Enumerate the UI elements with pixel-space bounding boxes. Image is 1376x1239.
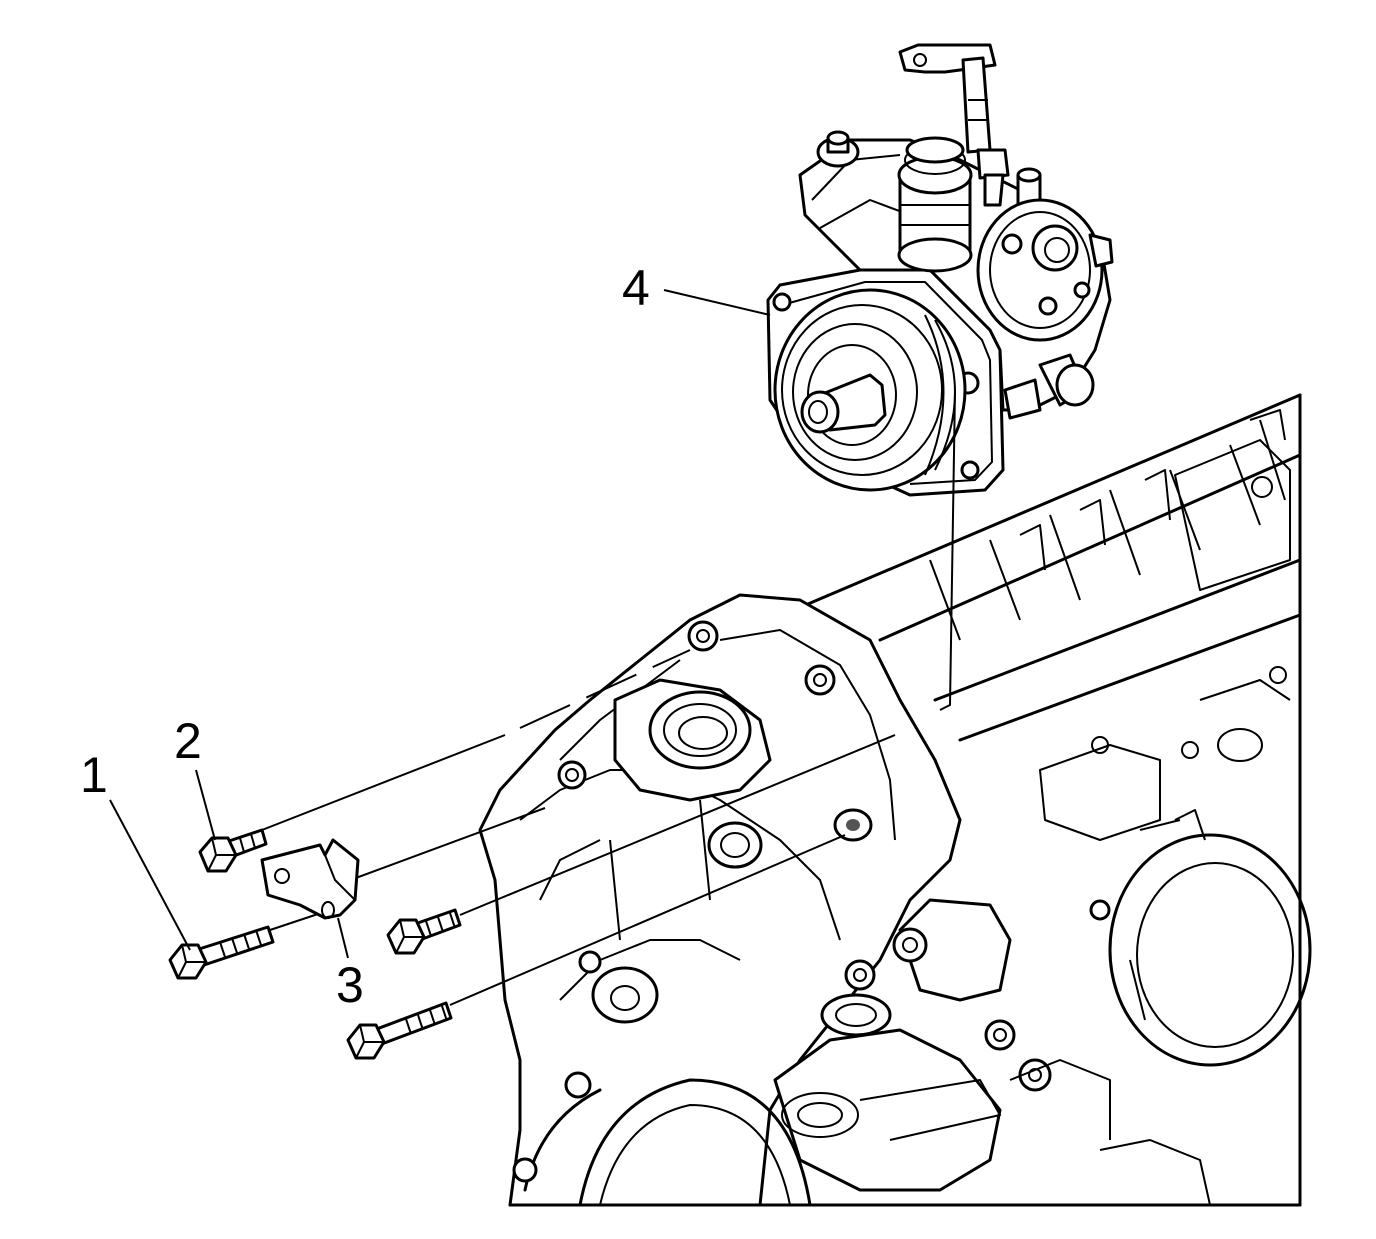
side-flange: [844, 898, 1052, 1092]
cover-bolt-boss-1: [687, 620, 719, 652]
cover-bolt-boss-3: [557, 760, 587, 790]
pump-electrical-connector: [898, 43, 1010, 207]
callout-2-label: 2: [174, 713, 202, 769]
lower-housing: [773, 993, 1002, 1192]
bolt-2: [198, 828, 268, 873]
callout-2: 2: [174, 713, 216, 841]
pump-control-valve: [897, 136, 973, 273]
fuel-pump-assembly: [766, 43, 1114, 497]
callout-3: 3: [336, 917, 364, 1013]
cylinder-bore: [1108, 819, 1312, 1067]
callout-4-label: 4: [622, 260, 650, 316]
pump-end-plate: [976, 198, 1114, 342]
mount-hole-upper: [707, 821, 763, 869]
callout-1-label: 1: [80, 747, 108, 803]
mount-hole-lower: [591, 966, 659, 1024]
coolant-outlet-housing: [613, 678, 772, 802]
bolt-1: [168, 925, 275, 980]
callout-4: 4: [622, 260, 771, 316]
alignment-lines: [261, 389, 956, 1006]
pump-inlet-fitting: [816, 130, 860, 168]
bracket-3: [260, 838, 360, 920]
mount-hole-right: [833, 808, 873, 842]
callout-3-label: 3: [336, 957, 364, 1013]
engine-block: [478, 393, 1312, 1207]
cover-bolt-boss-2: [804, 664, 836, 696]
pump-drive-shaft: [800, 373, 887, 434]
bolt-lower-long: [346, 1001, 453, 1060]
bolt-upper-middle: [386, 908, 462, 955]
callout-1: 1: [80, 747, 191, 951]
pump-high-pressure-outlet: [1003, 353, 1095, 420]
